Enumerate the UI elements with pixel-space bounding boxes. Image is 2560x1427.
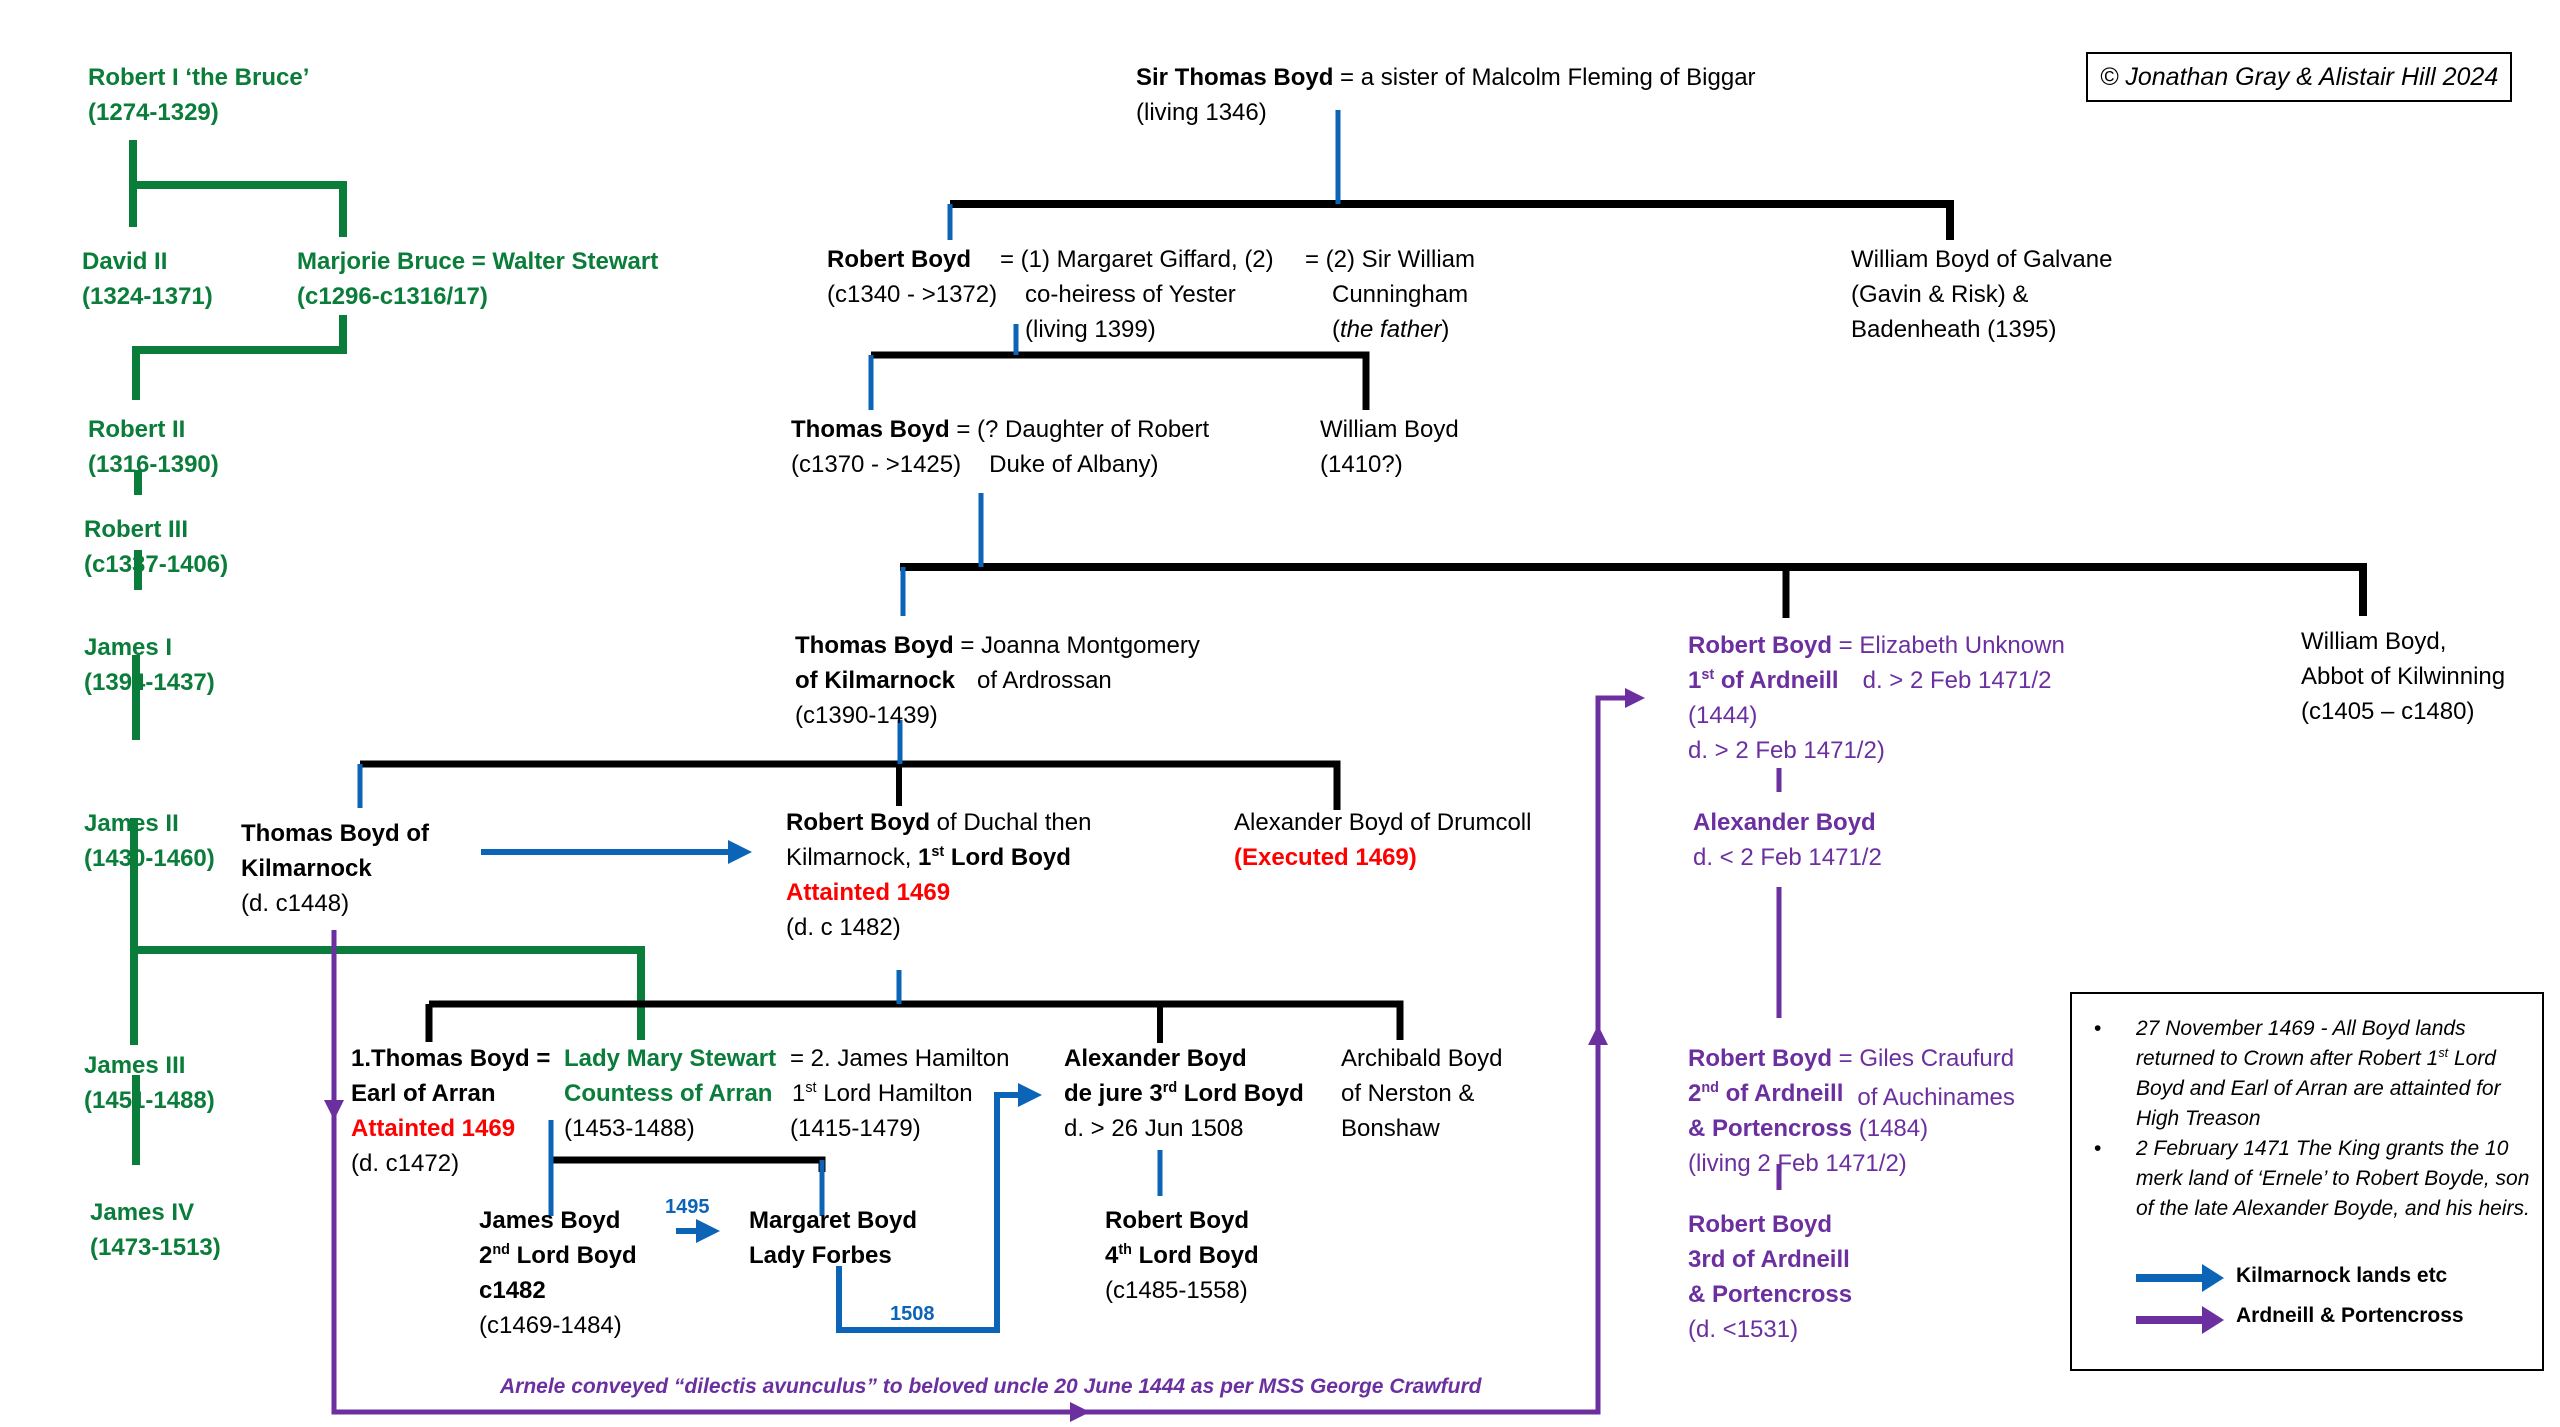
person-robert-boyd-1st-lord: Robert Boyd of Duchal then Kilmarnock, 1… <box>786 809 1092 941</box>
legend-key-kilmarnock: Kilmarnock lands etc <box>2236 1264 2448 1287</box>
legend-note: 27 November 1469 - All Boyd lands return… <box>2072 1014 2542 1134</box>
attainted-label: Attainted 1469 <box>786 879 951 906</box>
royal-descent-lines <box>129 140 645 1165</box>
person-robert-boyd-4th-lord: Robert Boyd 4th Lord Boyd (c1485-1558) <box>1105 1207 1259 1304</box>
spouse-sir-william-cunningham: = (2) Sir William Cunningham (the father… <box>1305 246 1476 343</box>
royal-marjorie-bruce: Marjorie Bruce = Walter Stewart(c1296-c1… <box>297 248 659 310</box>
person-william-boyd-abbot: William Boyd, Abbot of Kilwinning (c1405… <box>2301 628 2506 725</box>
family-tree-lines <box>360 200 2367 1172</box>
royal-robert-i: Robert I ‘the Bruce’(1274-1329) <box>88 64 310 126</box>
person-archibald-boyd: Archibald Boyd of Nerston & Bonshaw <box>1341 1045 1503 1142</box>
transfer-year-1508: 1508 <box>890 1303 935 1325</box>
legend-note: 2 February 1471 The King grants the 10 m… <box>2072 1134 2542 1224</box>
legend-arrows <box>2136 1264 2224 1334</box>
person-lady-mary-stewart: Lady Mary Stewart Countess of Arran (145… <box>564 1045 777 1142</box>
person-robert-boyd-2nd-ardneill: Robert Boyd = Giles Craufurd 2nd of Ardn… <box>1688 1045 2015 1177</box>
copyright-text: © Jonathan Gray & Alistair Hill 2024 <box>2100 63 2499 91</box>
person-robert-boyd-c1340: Robert Boyd (c1340 - >1372) <box>827 246 998 308</box>
attainted-label: Attainted 1469 <box>351 1115 516 1142</box>
person-alexander-boyd-drumcoll: Alexander Boyd of Drumcoll (Executed 146… <box>1234 805 1531 875</box>
royal-james-iv: James IV(1473-1513) <box>90 1199 221 1261</box>
legend-notes: 27 November 1469 - All Boyd lands return… <box>2072 1014 2542 1224</box>
ardneill-lines <box>324 688 1782 1422</box>
legend-key-ardneill: Ardneill & Portencross <box>2236 1304 2464 1327</box>
person-alexander-boyd-ardneill: Alexander Boyd d. < 2 Feb 1471/2 <box>1693 809 1882 871</box>
ardneill-arrow-icon <box>2136 1306 2224 1334</box>
person-margaret-boyd-lady-forbes: Margaret Boyd Lady Forbes <box>749 1207 918 1269</box>
person-robert-boyd-1st-ardneill: Robert Boyd = Elizabeth Unknown 1st of A… <box>1688 632 2065 764</box>
person-james-boyd-2nd-lord: James Boyd 2nd Lord Boyd c1482 (c1469-14… <box>479 1207 637 1339</box>
transfer-year-1495: 1495 <box>665 1196 710 1218</box>
person-alexander-boyd-3rd-lord: Alexander Boyd de jure 3rd Lord Boyd d. … <box>1064 1045 1304 1142</box>
legend-box: 27 November 1469 - All Boyd lands return… <box>2070 992 2544 1371</box>
person-thomas-boyd-earl-of-arran: 1.Thomas Boyd = Earl of Arran Attainted … <box>351 1045 551 1177</box>
person-robert-boyd-3rd-ardneill: Robert Boyd 3rd of Ardneill & Portencros… <box>1688 1211 1853 1343</box>
royal-david-ii: David II(1324-1371) <box>82 248 213 310</box>
royal-james-iii: James III(1451-1488) <box>84 1052 215 1114</box>
copyright-box: © Jonathan Gray & Alistair Hill 2024 <box>2086 52 2513 102</box>
royal-robert-iii: Robert III(c1337-1406) <box>84 516 229 578</box>
executed-label: (Executed 1469) <box>1234 844 1417 871</box>
person-thomas-boyd-c1370: Thomas Boyd = (? Daughter of Robert (c13… <box>791 416 1210 478</box>
person-william-boyd-galvane: William Boyd of Galvane (Gavin & Risk) &… <box>1851 246 2113 343</box>
arnele-conveyance-note: Arnele conveyed “dilectis avunculus” to … <box>500 1375 1482 1398</box>
kilmarnock-arrow-icon <box>2136 1264 2224 1292</box>
spouse-margaret-giffard: = (1) Margaret Giffard, (2) co-heiress o… <box>1000 246 1274 343</box>
person-james-hamilton: = 2. James Hamilton 1st Lord Hamilton (1… <box>790 1045 1010 1142</box>
person-sir-thomas-boyd: Sir Thomas Boyd = a sister of Malcolm Fl… <box>1136 64 1756 126</box>
person-william-boyd-1410: William Boyd (1410?) <box>1320 416 1459 478</box>
royal-james-ii: James II(1430-1460) <box>84 810 215 872</box>
royal-robert-ii: Robert II(1316-1390) <box>88 416 219 478</box>
person-thomas-boyd-kilmarnock: Thomas Boyd = Joanna Montgomery of Kilma… <box>795 632 1200 729</box>
kilmarnock-lines <box>357 110 1341 1333</box>
person-thomas-boyd-d1448: Thomas Boyd of Kilmarnock (d. c1448) <box>241 820 430 917</box>
royal-james-i: James I(1394-1437) <box>84 634 215 696</box>
